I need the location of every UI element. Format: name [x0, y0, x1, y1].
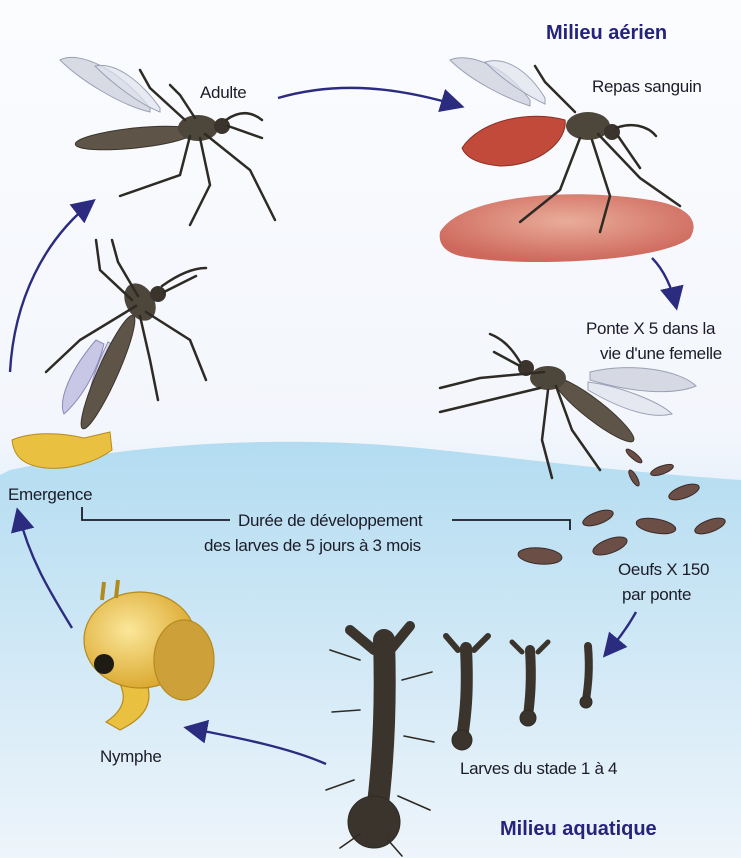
label-larvae: Larves du stade 1 à 4 — [460, 758, 617, 779]
emerging-mosquito — [46, 240, 206, 433]
label-nymph: Nymphe — [100, 746, 162, 767]
label-adult: Adulte — [200, 82, 246, 103]
header-aquatic-milieu: Milieu aquatique — [500, 818, 657, 841]
label-emergence: Emergence — [8, 484, 92, 505]
arrow-adult-to-blood-meal — [278, 88, 460, 106]
label-eggs-line2: par ponte — [622, 584, 691, 605]
label-eggs-line1: Oeufs X 150 — [618, 559, 709, 580]
header-aerial-milieu: Milieu aérien — [546, 22, 667, 45]
label-blood-meal: Repas sanguin — [592, 76, 702, 97]
label-laying-line1: Ponte X 5 dans la — [586, 318, 715, 339]
label-duration-line1: Durée de développement — [238, 510, 422, 531]
label-laying-line2: vie d'une femelle — [600, 343, 722, 364]
skin-patch — [440, 194, 694, 262]
label-duration-line2: des larves de 5 jours à 3 mois — [204, 535, 421, 556]
arrow-emergence-to-adult — [10, 202, 92, 372]
arrow-blood-meal-to-laying — [652, 258, 676, 306]
